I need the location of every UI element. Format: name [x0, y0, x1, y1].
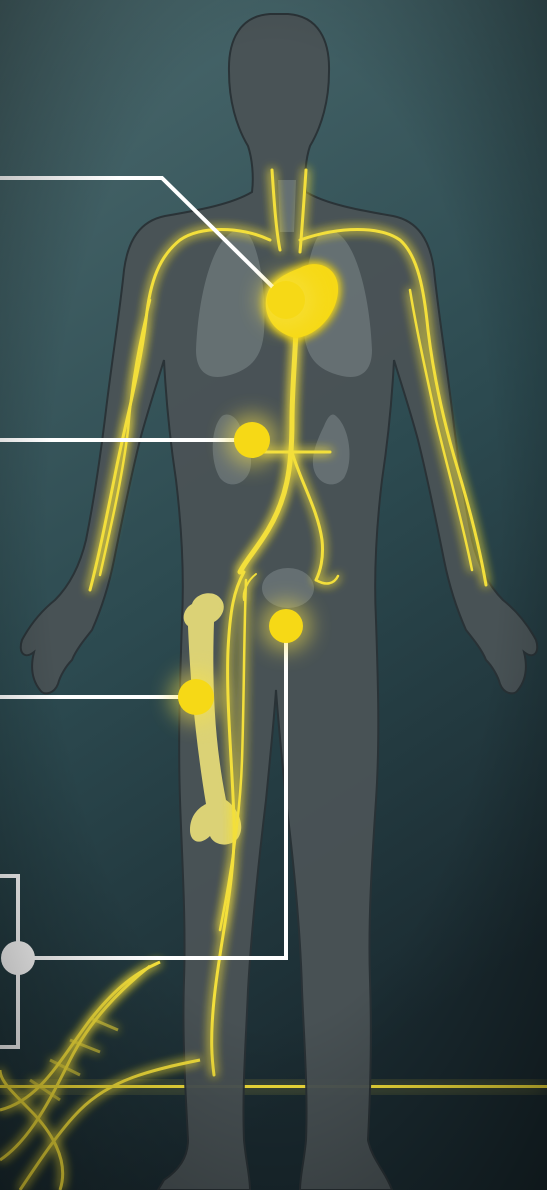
illustration	[0, 0, 547, 1190]
body-diagram-svg	[0, 0, 547, 1190]
vignette	[0, 0, 547, 1190]
